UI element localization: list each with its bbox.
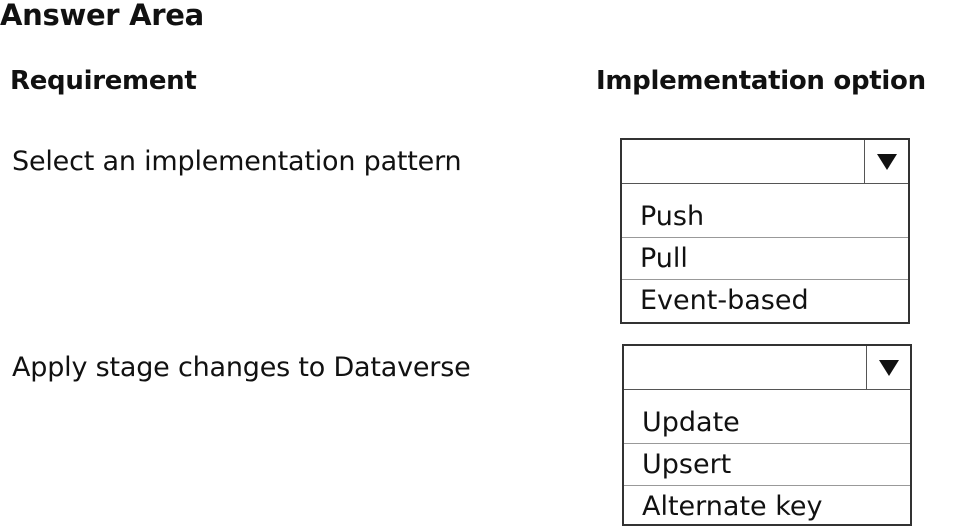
option-push[interactable]: Push: [622, 196, 908, 238]
dropdown-options-list: Update Upsert Alternate key: [624, 390, 910, 528]
dropdown-toggle-button[interactable]: [866, 346, 910, 389]
chevron-down-icon: [876, 153, 897, 170]
dropdown-options-list: Push Pull Event-based: [622, 184, 908, 322]
option-update[interactable]: Update: [624, 402, 910, 444]
implementation-pattern-dropdown[interactable]: Push Pull Event-based: [620, 138, 910, 324]
option-upsert[interactable]: Upsert: [624, 444, 910, 486]
option-event-based[interactable]: Event-based: [640, 285, 809, 316]
option-pull[interactable]: Pull: [622, 238, 908, 280]
option-alternate-key[interactable]: Alternate key: [642, 491, 823, 522]
requirement-header: Requirement: [10, 66, 197, 96]
answer-area-title: Answer Area: [0, 0, 204, 32]
requirement-label-dataverse: Apply stage changes to Dataverse: [12, 352, 471, 383]
dropdown-selected-value[interactable]: [624, 346, 910, 390]
requirement-label-pattern: Select an implementation pattern: [12, 146, 462, 177]
dropdown-selected-value[interactable]: [622, 140, 908, 184]
dataverse-changes-dropdown[interactable]: Update Upsert Alternate key: [622, 344, 912, 526]
chevron-down-icon: [878, 359, 899, 376]
implementation-option-header: Implementation option: [596, 66, 926, 96]
dropdown-toggle-button[interactable]: [864, 140, 908, 183]
